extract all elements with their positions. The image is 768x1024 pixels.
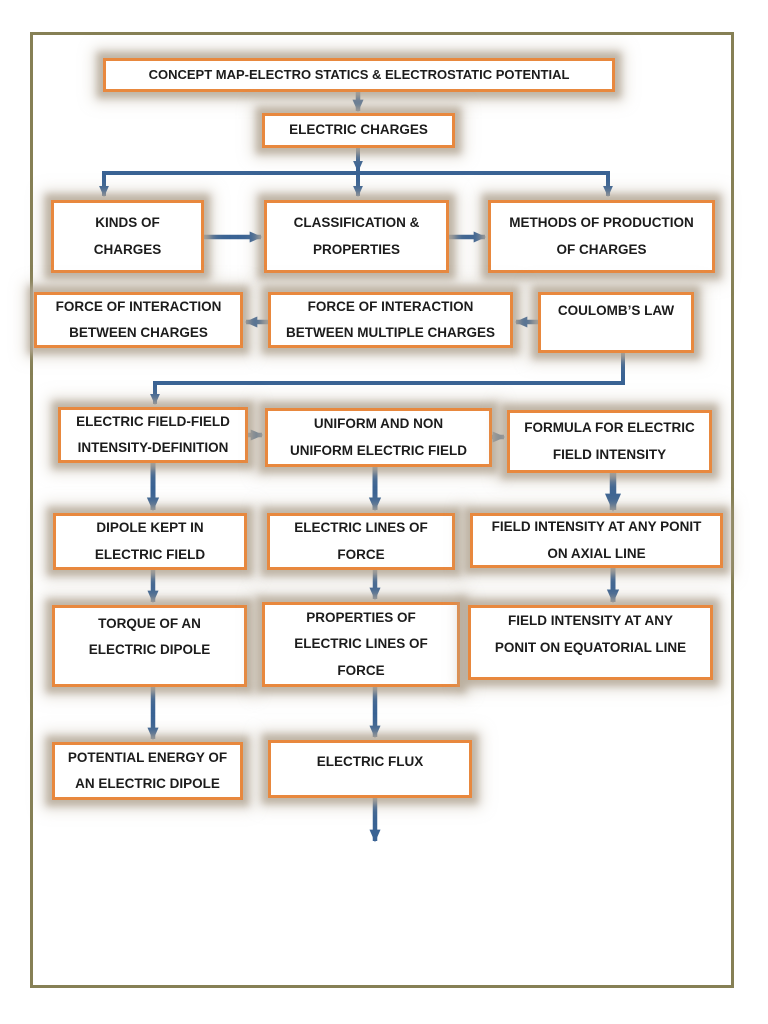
node-label: METHODS OF PRODUCTION OF CHARGES — [509, 215, 694, 257]
node-coulombs-law: COULOMB’S LAW — [538, 292, 694, 353]
node-title: CONCEPT MAP-ELECTRO STATICS & ELECTROSTA… — [103, 58, 615, 92]
node-label: UNIFORM AND NON UNIFORM ELECTRIC FIELD — [290, 416, 467, 458]
node-classification-properties: CLASSIFICATION & PROPERTIES — [264, 200, 449, 273]
node-dipole-in-field: DIPOLE KEPT IN ELECTRIC FIELD — [53, 513, 247, 570]
node-label: CONCEPT MAP-ELECTRO STATICS & ELECTROSTA… — [148, 67, 570, 83]
node-force-between-charges: FORCE OF INTERACTION BETWEEN CHARGES — [34, 292, 243, 348]
node-label: FORCE OF INTERACTION BETWEEN CHARGES — [55, 298, 222, 340]
node-label: POTENTIAL ENERGY OF AN ELECTRIC DIPOLE — [67, 749, 228, 791]
node-electric-flux: ELECTRIC FLUX — [268, 740, 472, 798]
node-label: KINDS OF CHARGES — [93, 215, 162, 257]
node-label: COULOMB’S LAW — [557, 303, 675, 319]
node-electric-field-definition: ELECTRIC FIELD-FIELD INTENSITY-DEFINITIO… — [58, 407, 248, 463]
node-electric-charges: ELECTRIC CHARGES — [262, 113, 455, 148]
node-force-multiple-charges: FORCE OF INTERACTION BETWEEN MULTIPLE CH… — [268, 292, 513, 348]
node-label: DIPOLE KEPT IN ELECTRIC FIELD — [94, 520, 206, 562]
node-torque-of-dipole: TORQUE OF AN ELECTRIC DIPOLE — [52, 605, 247, 687]
node-kinds-of-charges: KINDS OF CHARGES — [51, 200, 204, 273]
node-field-intensity-equatorial: FIELD INTENSITY AT ANY PONIT ON EQUATORI… — [468, 605, 713, 680]
node-label: ELECTRIC CHARGES — [289, 122, 428, 138]
node-formula-field-intensity: FORMULA FOR ELECTRIC FIELD INTENSITY — [507, 410, 712, 473]
node-label: PROPERTIES OF ELECTRIC LINES OF FORCE — [294, 610, 428, 678]
node-field-intensity-axial: FIELD INTENSITY AT ANY PONIT ON AXIAL LI… — [470, 513, 723, 568]
node-properties-lines-of-force: PROPERTIES OF ELECTRIC LINES OF FORCE — [262, 602, 460, 687]
node-label: TORQUE OF AN ELECTRIC DIPOLE — [88, 615, 211, 657]
node-label: FIELD INTENSITY AT ANY PONIT ON EQUATORI… — [494, 613, 687, 655]
connector-coulomb-to-field — [150, 353, 625, 406]
node-electric-lines-of-force: ELECTRIC LINES OF FORCE — [267, 513, 455, 570]
node-potential-energy-dipole: POTENTIAL ENERGY OF AN ELECTRIC DIPOLE — [52, 742, 243, 800]
node-label: FORMULA FOR ELECTRIC FIELD INTENSITY — [524, 420, 695, 462]
node-label: CLASSIFICATION & PROPERTIES — [293, 215, 420, 257]
node-label: ELECTRIC FIELD-FIELD INTENSITY-DEFINITIO… — [76, 413, 230, 455]
node-label: FORCE OF INTERACTION BETWEEN MULTIPLE CH… — [286, 298, 495, 340]
page-border — [30, 32, 734, 988]
node-label: ELECTRIC LINES OF FORCE — [294, 520, 428, 562]
node-label: FIELD INTENSITY AT ANY PONIT ON AXIAL LI… — [491, 519, 702, 561]
node-uniform-nonuniform-field: UNIFORM AND NON UNIFORM ELECTRIC FIELD — [265, 408, 492, 467]
node-methods-of-production: METHODS OF PRODUCTION OF CHARGES — [488, 200, 715, 273]
node-label: ELECTRIC FLUX — [316, 753, 424, 769]
